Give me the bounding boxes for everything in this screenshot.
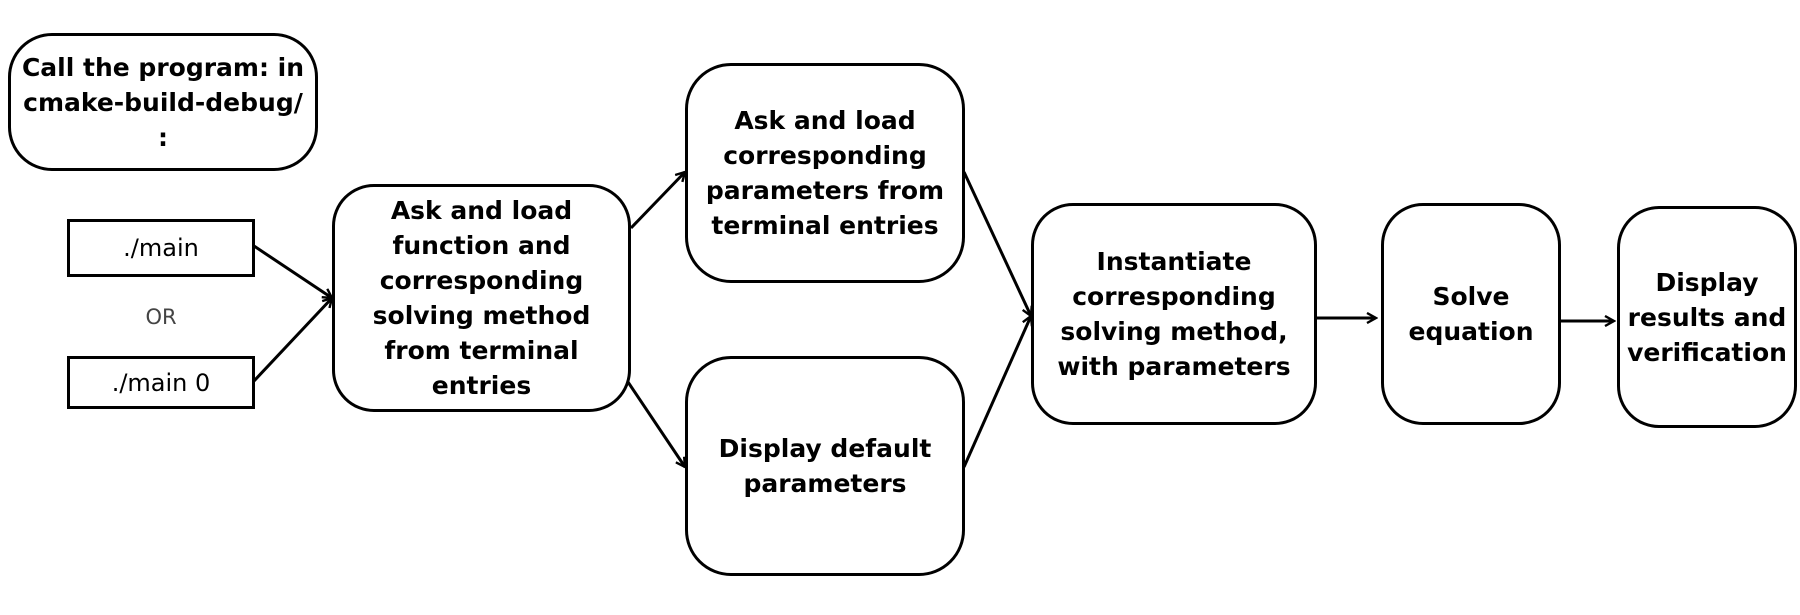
arrow-display-default-to-instantiate (962, 316, 1031, 468)
cmd-main0-box: ./main 0 (67, 356, 255, 409)
instantiate-text: Instantiate corresponding solving method… (1057, 247, 1291, 381)
ask-function-box: Ask and load function and corresponding … (332, 184, 631, 412)
cmd-main-box: ./main (67, 219, 255, 277)
instantiate-box: Instantiate corresponding solving method… (1031, 203, 1317, 425)
arrow-main0-to-ask-function (252, 298, 332, 383)
solve-box: Solve equation (1381, 203, 1561, 425)
display-default-box: Display default parameters (685, 356, 965, 576)
or-label: OR (145, 305, 177, 329)
call-program-text: Call the program: in cmake-build-debug/ … (21, 52, 305, 152)
ask-function-text: Ask and load function and corresponding … (372, 196, 591, 400)
arrow-ask-params-to-instantiate (962, 171, 1031, 316)
ask-params-box: Ask and load corresponding parameters fr… (685, 63, 965, 283)
call-program-box: Call the program: in cmake-build-debug/ … (8, 33, 318, 171)
ask-params-text: Ask and load corresponding parameters fr… (705, 106, 945, 240)
cmd-main-text: ./main (123, 234, 199, 262)
arrow-main-to-ask-function (253, 244, 332, 298)
solve-text: Solve equation (1408, 282, 1534, 346)
cmd-main0-text: ./main 0 (111, 368, 211, 397)
display-results-box: Display results and verification (1617, 206, 1797, 428)
arrow-ask-function-to-display-default (626, 381, 685, 467)
arrow-ask-function-to-ask-params (629, 172, 685, 230)
display-results-text: Display results and verification (1627, 267, 1787, 367)
display-default-text: Display default parameters (718, 434, 932, 498)
